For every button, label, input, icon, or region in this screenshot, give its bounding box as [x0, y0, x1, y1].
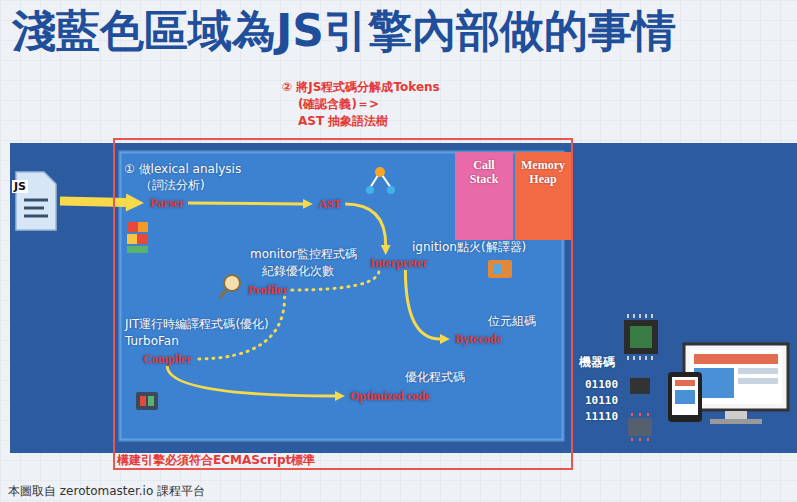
- ast-icon: [366, 167, 395, 194]
- small-chip: [628, 413, 652, 441]
- chip-body: [628, 418, 652, 436]
- file-badge: JS: [12, 180, 28, 193]
- chip-pins: [632, 413, 648, 441]
- icon-part: [140, 396, 146, 406]
- monitor-screen: [690, 350, 782, 404]
- node-text: Bytecode: [455, 332, 502, 346]
- icon-body: [488, 260, 512, 278]
- cpu-chip: [624, 314, 658, 360]
- annotation-note: ② 將JS程式碼分解成Tokens: [282, 80, 440, 94]
- annotation-label: 機器碼: [579, 355, 615, 369]
- flow-arrow: [167, 366, 335, 396]
- tree-node: [375, 167, 385, 177]
- small-chip: [630, 378, 650, 394]
- annotation-label: monitor監控程式碼: [250, 247, 357, 261]
- screen-line: [738, 368, 778, 374]
- stage-label: Interpreter: [366, 256, 432, 270]
- icon-block: [127, 222, 137, 232]
- icon-block: [138, 222, 148, 232]
- annotation-label: ① 做lexical analysis: [124, 162, 241, 176]
- stage-label: Compiler: [139, 352, 196, 366]
- annotation-label: （詞法分析): [140, 178, 205, 192]
- engine-panel: [120, 152, 563, 440]
- annotation-label: TurboFan: [125, 334, 179, 348]
- tablet: [668, 372, 702, 422]
- flow-arrow: [60, 201, 126, 203]
- stage-label: Parser: [146, 196, 188, 210]
- stage-label: Profiler: [244, 283, 292, 297]
- annotation-label: 紀錄優化次數: [262, 264, 334, 278]
- annotation-label: 位元組碼: [488, 314, 536, 328]
- standard-note: 構建引擎必須符合ECMAScript標準: [117, 453, 573, 467]
- chip-pins: [628, 314, 652, 360]
- monitor-stand: [725, 411, 747, 419]
- tree-node: [366, 186, 374, 194]
- annotation-note: AST 抽象語法樹: [298, 114, 388, 128]
- node-text: Interpreter: [370, 256, 428, 270]
- stage-label: Bytecode: [451, 332, 506, 346]
- page-title: 淺藍色區域為JS引擎內部做的事情: [12, 4, 676, 58]
- file-lines: [24, 200, 48, 216]
- binary-digits: 01100: [585, 378, 618, 392]
- node-text: Parser: [150, 196, 184, 210]
- chip-body: [624, 320, 658, 354]
- node-text: Memory Heap: [518, 158, 568, 186]
- node-text: Compiler: [143, 352, 192, 366]
- compiler-icon: [136, 392, 158, 410]
- memory-box: Call Stack: [455, 152, 513, 240]
- chip-core: [630, 326, 652, 348]
- screen-bar: [694, 354, 778, 364]
- interpreter-icon: [488, 260, 512, 278]
- tree-node: [387, 186, 395, 194]
- blue-band: [10, 143, 797, 453]
- tablet-bar: [675, 380, 695, 386]
- annotation-label: JIT運行時編譯程式碼(優化): [125, 317, 269, 331]
- annotation-label: 優化程式碼: [405, 370, 465, 384]
- icon-part: [148, 396, 154, 406]
- stage-label: AST: [314, 197, 345, 211]
- flow-arrow: [188, 202, 303, 206]
- annotation-label: ignition點火(解譯器): [412, 240, 526, 254]
- icon-block: [138, 234, 148, 244]
- tablet-body: [668, 372, 702, 422]
- source-caption: 本圖取自 zerotomaster.io 課程平台: [8, 484, 205, 498]
- memory-box: Memory Heap: [515, 152, 571, 240]
- icon-block: [127, 246, 148, 253]
- binary-digits: 11110: [585, 410, 618, 424]
- node-text: AST: [318, 197, 341, 211]
- profiler-icon: [220, 275, 240, 298]
- icon-body: [136, 392, 158, 410]
- file-icon: JS: [12, 170, 60, 232]
- icon-block: [127, 234, 137, 244]
- lens: [224, 275, 240, 291]
- stage-label: Optimized code: [346, 389, 434, 403]
- binary-digits: 10110: [585, 394, 618, 408]
- flow-arrow: [345, 204, 385, 245]
- tablet-block: [675, 390, 695, 404]
- parser-icon: [127, 222, 148, 253]
- handle: [220, 290, 226, 298]
- node-text: Call Stack: [458, 158, 510, 186]
- flow-arrow: [405, 270, 440, 339]
- node-text: Optimized code: [350, 389, 430, 403]
- monitor-base: [710, 419, 762, 424]
- tablet-screen: [672, 377, 698, 415]
- node-text: Profiler: [248, 283, 288, 297]
- annotation-note: (確認含義)＝>: [298, 97, 379, 111]
- icon-part: [493, 264, 501, 274]
- screen-line: [738, 378, 778, 384]
